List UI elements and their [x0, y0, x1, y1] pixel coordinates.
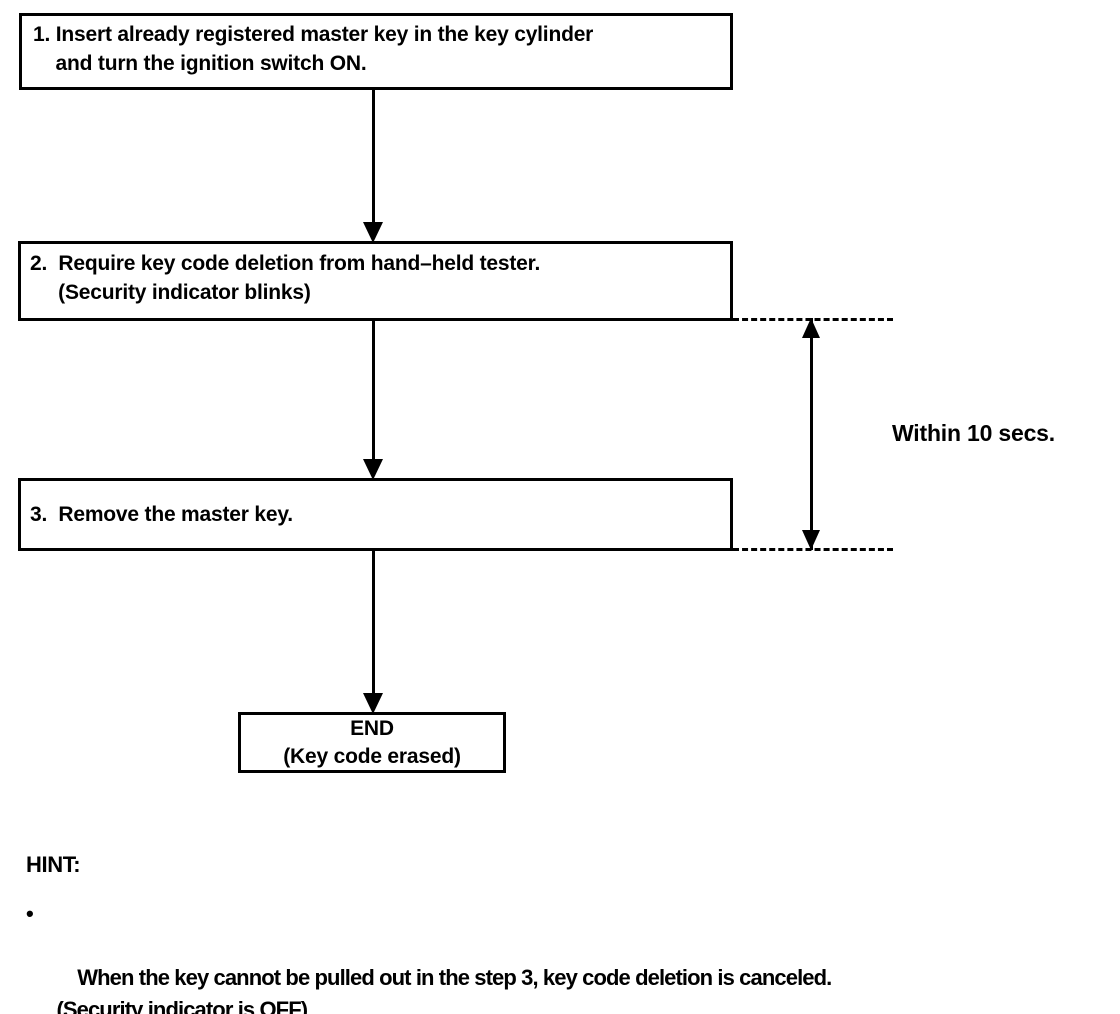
arrowhead-down-icon — [363, 693, 383, 714]
flow-box-step-2-label: 2. Require key code deletion from hand–h… — [30, 252, 541, 304]
hint-title: HINT: — [26, 852, 81, 877]
flow-box-step-2 — [18, 241, 733, 321]
timing-double-arrow-icon — [802, 318, 822, 550]
flow-box-step-1 — [19, 13, 733, 90]
flow-box-step-1-label: 1. Insert already registered master key … — [33, 23, 594, 75]
arrowhead-down-icon — [363, 459, 383, 480]
timing-label: Within 10 secs. — [892, 420, 1055, 446]
hint-block: HINT: • When the key cannot be pulled ou… — [26, 852, 1096, 1014]
flow-box-end — [238, 712, 506, 773]
flow-box-step-3-label: 3. Remove the master key. — [30, 503, 293, 526]
bullet-icon: • — [26, 901, 34, 926]
connector-stem — [372, 319, 375, 461]
hint-item-text: When the key cannot be pulled out in the… — [56, 965, 832, 1014]
connector-stem — [372, 549, 375, 695]
connector-stem — [372, 88, 375, 225]
timing-arrow-stem — [810, 318, 813, 550]
flow-box-step-3 — [18, 478, 733, 551]
arrowhead-down-icon — [363, 222, 383, 243]
hint-list-item: • When the key cannot be pulled out in t… — [26, 898, 1096, 1014]
arrowhead-down-icon — [802, 530, 820, 550]
flow-box-end-label: END (Key code erased) — [283, 717, 461, 768]
